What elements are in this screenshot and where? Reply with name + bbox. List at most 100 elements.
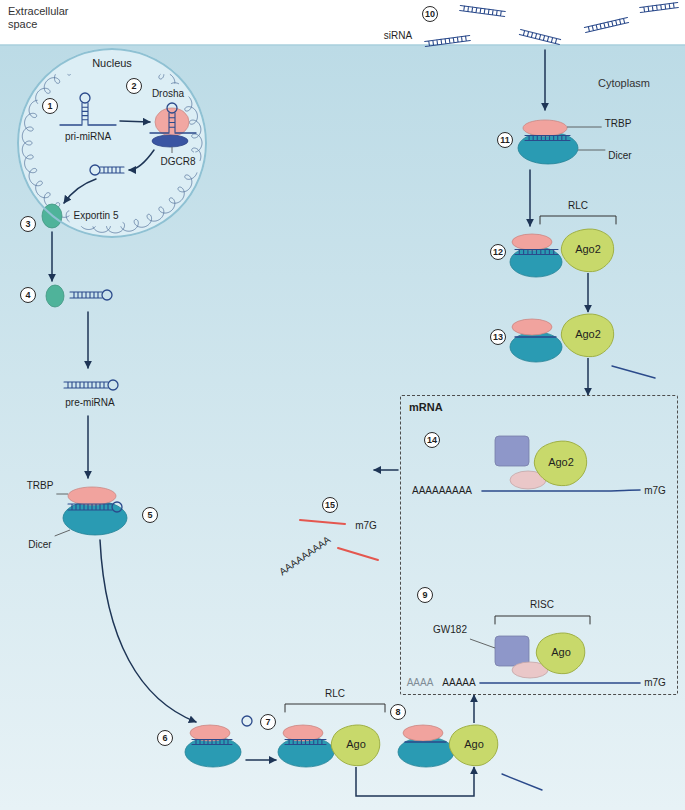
protein-label: Ago <box>330 738 382 751</box>
poly-a-tail: AAAAAAAAA <box>277 534 333 578</box>
rna-hairpin <box>169 113 175 132</box>
cell-membrane <box>0 44 685 46</box>
leader-line <box>56 494 68 495</box>
dicer-protein <box>510 332 562 362</box>
part-label: Drosha <box>152 88 184 100</box>
dicer-protein <box>510 247 562 277</box>
argonaute-protein: Ago2 <box>533 439 589 487</box>
trbp-protein <box>283 725 323 741</box>
protein-label: Ago2 <box>560 328 616 341</box>
rna-strand <box>405 741 446 742</box>
nucleus-envelope <box>17 48 207 238</box>
dicer-protein <box>398 737 454 767</box>
poly-a-tail: AAAAA <box>442 677 475 689</box>
trbp-protein <box>512 319 552 335</box>
callout-number: 15 <box>322 497 338 513</box>
callout-number: 3 <box>20 216 36 232</box>
passenger-strand <box>612 366 655 378</box>
argonaute-protein: Ago2 <box>560 227 616 273</box>
process-arrow <box>64 179 96 203</box>
callout-number: 5 <box>142 507 158 523</box>
cap-label: m7G <box>644 485 666 497</box>
chromatin <box>22 74 202 233</box>
rna-strand <box>150 132 196 133</box>
dicer-protein <box>63 501 127 535</box>
region-label: Extracellular space <box>8 5 78 31</box>
passenger-strand <box>502 774 542 790</box>
hairpin-loop <box>90 165 100 175</box>
trbp-protein <box>512 234 552 250</box>
gw182-protein <box>495 636 529 666</box>
rna-hairpin <box>82 103 88 124</box>
bracket-label: RISC <box>530 599 554 611</box>
rna-hairpin <box>68 504 112 510</box>
protein-label: Ago2 <box>533 456 589 469</box>
bracket-label: RLC <box>568 200 588 212</box>
exportin-protein <box>46 285 64 307</box>
argonaute-protein: Ago2 <box>560 312 616 358</box>
process-arrow <box>87 416 89 478</box>
connector-arrow <box>356 767 474 796</box>
degraded-mrna <box>338 548 378 560</box>
callout-number: 6 <box>157 730 173 746</box>
mrna-strand <box>480 682 640 684</box>
rna-hairpin <box>64 382 108 388</box>
rna-duplex <box>192 740 232 745</box>
bracket <box>540 216 616 224</box>
rna-duplex <box>584 18 628 33</box>
rna-duplex <box>460 6 506 17</box>
mrna-region: mRNAAgo2Ago <box>400 395 678 695</box>
process-arrow <box>87 312 89 368</box>
rna-strand <box>515 336 556 337</box>
part-label: Dicer <box>608 150 631 162</box>
mrna-strand <box>482 490 640 491</box>
leader-line <box>567 127 602 128</box>
trbp-protein <box>190 725 230 741</box>
nucleus-outline: Nucleus <box>17 48 207 238</box>
degraded-mrna <box>300 520 345 524</box>
connector-arrow <box>587 273 589 312</box>
process-arrow <box>51 232 53 281</box>
leader-lines <box>55 127 606 648</box>
part-label: pri-miRNA <box>65 131 111 143</box>
callout-number: 13 <box>490 329 506 345</box>
bracket <box>285 704 385 712</box>
argonaute-protein: Ago <box>448 723 500 767</box>
callout-number: 4 <box>20 287 36 303</box>
callout-number: 8 <box>390 704 406 720</box>
poly-a-tail: AAAAAAAAA <box>412 485 472 497</box>
part-label: TRBP <box>605 118 632 130</box>
rna-duplex <box>425 36 471 47</box>
trbp-protein <box>68 487 116 505</box>
part-label: GW182 <box>433 624 467 636</box>
process-arrow <box>544 50 546 110</box>
hairpin-loop <box>80 93 90 103</box>
region-label: Nucleus <box>17 57 207 70</box>
chromatin-fibre <box>22 74 202 233</box>
trbp-protein <box>403 725 443 741</box>
dicer-protein <box>518 132 578 164</box>
rna-duplex <box>515 250 558 255</box>
part-label: Exportin 5 <box>73 210 118 222</box>
cytoplasm-ground <box>0 45 685 810</box>
extracellular-ground <box>0 0 685 45</box>
part-label: TRBP <box>27 480 54 492</box>
callout-number: 2 <box>126 78 142 94</box>
argonaute-protein: Ago <box>330 723 382 767</box>
cap-label: m7G <box>355 520 377 532</box>
callout-number: 11 <box>497 132 513 148</box>
bracket <box>495 616 590 624</box>
process-arrow <box>120 121 150 122</box>
rna-duplex <box>525 136 570 141</box>
protein-label: Ago2 <box>560 243 616 256</box>
leader-line <box>172 147 173 153</box>
hairpin-loop <box>102 290 112 300</box>
argonaute-protein: Ago <box>535 631 587 675</box>
hairpin-loop <box>108 380 118 390</box>
region-band: Extracellular space <box>0 0 685 45</box>
poly-a-tail: AAAA <box>407 677 434 689</box>
process-arrow <box>529 170 531 226</box>
leader-line <box>55 530 70 536</box>
callout-number: 12 <box>490 244 506 260</box>
rna-duplex <box>519 30 560 45</box>
